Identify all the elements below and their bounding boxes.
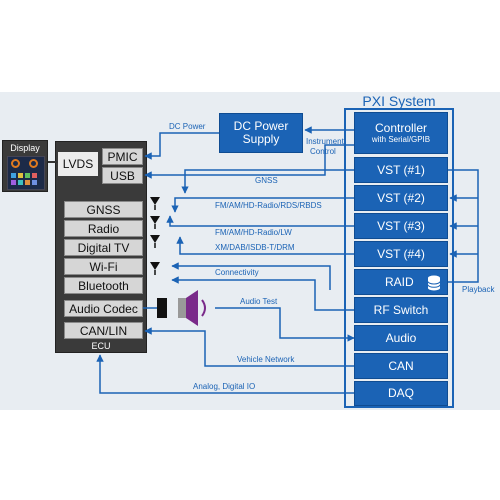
pxi-system-frame xyxy=(344,108,454,408)
ecu-module-audio-codec: Audio Codec xyxy=(64,300,143,317)
xm-dab-wire xyxy=(176,236,354,255)
app-tile-icon xyxy=(32,173,37,178)
ecu-module-radio: Radio xyxy=(64,220,143,237)
ecu-module-wifi: Wi-Fi xyxy=(64,258,143,275)
antenna-icon xyxy=(150,262,160,275)
label-fm-am-lw: FM/AM/HD-Radio/LW xyxy=(215,228,292,237)
audio-test-wire xyxy=(215,307,355,342)
dc-power-supply: DC Power Supply xyxy=(219,113,303,153)
label-connectivity: Connectivity xyxy=(215,268,259,277)
label-fm-am-rds: FM/AM/HD-Radio/RDS/RBDS xyxy=(215,201,322,210)
antenna-icon xyxy=(150,216,160,229)
display-screen xyxy=(7,156,45,190)
controller-module: Controller with Serial/GPIB xyxy=(354,112,448,154)
vst-1-module: VST (#1) xyxy=(354,157,448,183)
lvds-port: LVDS xyxy=(58,152,98,176)
ecu-module-bluetooth: Bluetooth xyxy=(64,277,143,294)
label-instrument: Instrument xyxy=(306,137,344,146)
gauge-left-icon xyxy=(11,159,20,168)
gauge-right-icon xyxy=(29,159,38,168)
vst-2-module: VST (#2) xyxy=(354,185,448,211)
label-dc-power: DC Power xyxy=(169,122,206,131)
app-tile-icon xyxy=(25,173,30,178)
label-playback: Playback xyxy=(462,285,495,294)
audio-module: Audio xyxy=(354,325,448,351)
ecu-module-gnss: GNSS xyxy=(64,201,143,218)
app-tile-icon xyxy=(11,180,16,185)
app-tile-icon xyxy=(32,180,37,185)
raid-module: RAID xyxy=(354,269,448,295)
gnss-wire xyxy=(181,169,354,194)
fm-am-rds-wire xyxy=(171,197,354,213)
antenna-icon xyxy=(150,197,160,210)
dc-power-wire xyxy=(144,132,219,160)
vehicle-network-wire xyxy=(144,327,354,367)
analog-digital-io-wire xyxy=(96,354,354,394)
app-tile-icon xyxy=(11,173,16,178)
pmic-port: PMIC xyxy=(102,148,143,165)
label-audio-test: Audio Test xyxy=(240,297,278,306)
label-vehicle-network: Vehicle Network xyxy=(237,355,295,364)
database-icon xyxy=(427,275,441,291)
pxi-system-title: PXI System xyxy=(362,93,436,109)
controller-title: Controller xyxy=(374,120,428,135)
ecu-module-digital-tv: Digital TV xyxy=(64,239,143,256)
vst-3-module: VST (#3) xyxy=(354,213,448,239)
display-unit: Display xyxy=(2,140,48,192)
label-xm-dab: XM/DAB/ISDB-T/DRM xyxy=(215,243,295,252)
vst-4-module: VST (#4) xyxy=(354,241,448,267)
app-tile-icon xyxy=(25,180,30,185)
app-tile-icon xyxy=(18,173,23,178)
controller-usb-wire xyxy=(144,144,354,179)
controller-subtitle: with Serial/GPIB xyxy=(371,134,431,144)
rf-switch-wire xyxy=(171,276,354,311)
speaker-icon xyxy=(157,290,206,326)
rf-switch-module: RF Switch xyxy=(354,297,448,323)
ecu-module-can-lin: CAN/LIN xyxy=(64,322,143,339)
can-module: CAN xyxy=(354,353,448,379)
display-label: Display xyxy=(10,143,40,153)
label-gnss: GNSS xyxy=(255,176,278,185)
daq-module: DAQ xyxy=(354,381,448,406)
label-analog-digital-io: Analog, Digital IO xyxy=(193,382,256,391)
fm-am-lw-wire xyxy=(166,215,354,227)
label-control: Control xyxy=(310,147,336,156)
usb-port: USB xyxy=(102,167,143,184)
ecu-label: ECU xyxy=(91,341,111,351)
antenna-icon xyxy=(150,235,160,248)
raid-label: RAID xyxy=(385,274,414,289)
connectivity-wire xyxy=(171,262,331,290)
app-tile-icon xyxy=(18,180,23,185)
